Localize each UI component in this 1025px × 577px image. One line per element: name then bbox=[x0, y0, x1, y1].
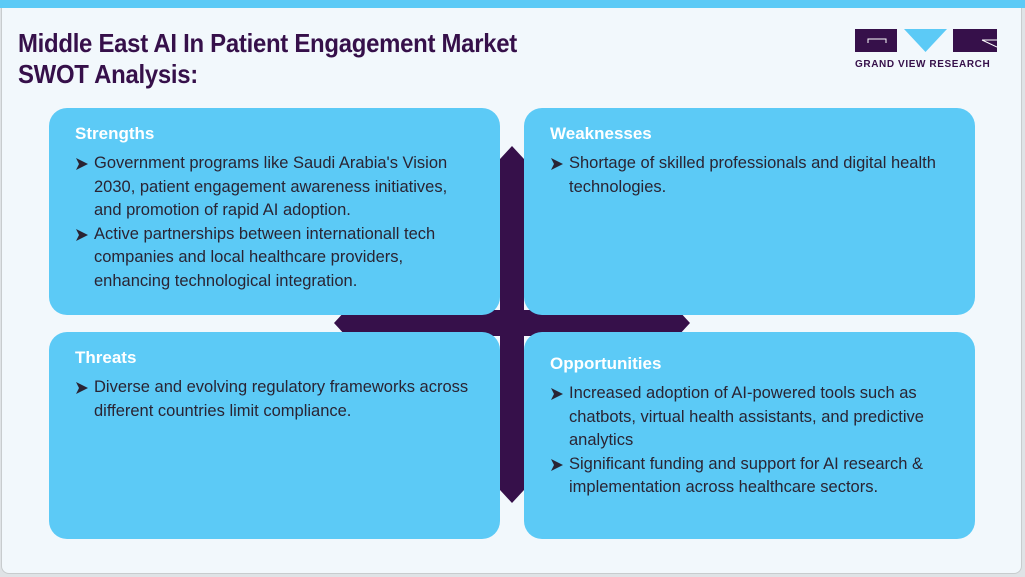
top-accent-bar bbox=[0, 0, 1025, 8]
strengths-title: Strengths bbox=[75, 124, 155, 143]
threats-quadrant: Threats Diverse and evolving regulatory … bbox=[49, 332, 500, 539]
grand-view-research-logo-icon bbox=[855, 29, 997, 52]
strengths-quadrant: Strengths Government programs like Saudi… bbox=[49, 108, 500, 315]
arrow-bullet-icon bbox=[76, 158, 88, 170]
list-item: Active partnerships between internationa… bbox=[75, 223, 474, 294]
weaknesses-title: Weaknesses bbox=[550, 124, 652, 143]
list-item: Government programs like Saudi Arabia's … bbox=[75, 152, 474, 223]
threats-title: Threats bbox=[75, 348, 137, 367]
threats-list: Diverse and evolving regulatory framewor… bbox=[75, 376, 474, 423]
arrow-bullet-icon bbox=[76, 382, 88, 394]
title-line-1: Middle East AI In Patient Engagement Mar… bbox=[18, 28, 517, 58]
arrow-bullet-icon bbox=[551, 388, 563, 400]
list-item: Significant funding and support for AI r… bbox=[550, 453, 949, 500]
list-item: Increased adoption of AI-powered tools s… bbox=[550, 382, 949, 453]
page-title: Middle East AI In Patient Engagement Mar… bbox=[18, 28, 517, 90]
list-item: Diverse and evolving regulatory framewor… bbox=[75, 376, 474, 423]
title-line-2: SWOT Analysis: bbox=[18, 59, 199, 89]
strengths-list: Government programs like Saudi Arabia's … bbox=[75, 152, 474, 293]
opportunities-list: Increased adoption of AI-powered tools s… bbox=[550, 382, 949, 500]
opportunities-quadrant: Opportunities Increased adoption of AI-p… bbox=[524, 332, 975, 539]
arrow-bullet-icon bbox=[551, 158, 563, 170]
list-item: Shortage of skilled professionals and di… bbox=[550, 152, 949, 199]
arrow-bullet-icon bbox=[76, 228, 88, 241]
weaknesses-quadrant: Weaknesses Shortage of skilled professio… bbox=[524, 108, 975, 315]
opportunities-title: Opportunities bbox=[550, 354, 662, 373]
weaknesses-list: Shortage of skilled professionals and di… bbox=[550, 152, 949, 199]
logo-wordmark: GRAND VIEW RESEARCH bbox=[855, 59, 991, 70]
arrow-bullet-icon bbox=[551, 458, 563, 471]
